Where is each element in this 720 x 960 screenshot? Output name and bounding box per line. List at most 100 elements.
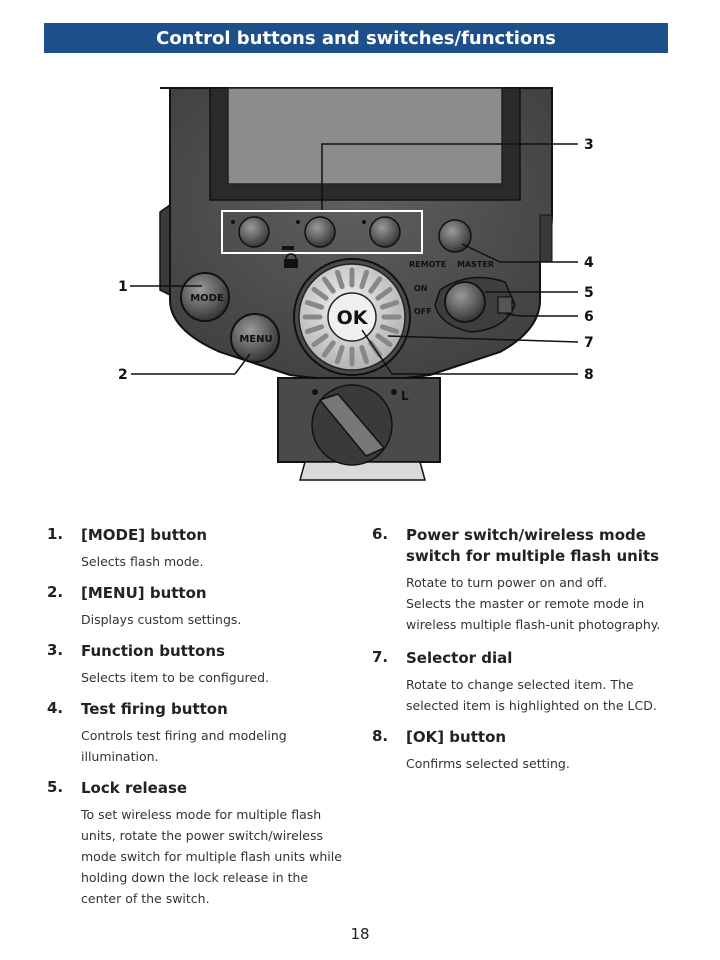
- item-number: 7.: [372, 648, 389, 666]
- hot-shoe: [299, 461, 426, 481]
- function-button-3[interactable]: [369, 216, 401, 248]
- dial-notch: [379, 299, 400, 310]
- item-description-line: units, rotate the power switch/wireless: [81, 828, 323, 843]
- ok-button-label: OK: [337, 307, 369, 329]
- item-description-line: illumination.: [81, 749, 159, 764]
- function-button-1[interactable]: [238, 216, 270, 248]
- item-title-line: switch for multiple flash units: [406, 547, 660, 565]
- list-item-menu-button: 2. [MENU] button Displays custom setting…: [47, 583, 367, 630]
- list-item-selector-dial: 7. Selector dial Rotate to change select…: [372, 648, 692, 716]
- item-description-line: To set wireless mode for multiple flash: [81, 807, 322, 822]
- menu-button[interactable]: [230, 313, 280, 363]
- ok-button[interactable]: [327, 292, 377, 342]
- flash-unit-diagram: MODE MENU OK REMOTE MASTER ON OFF L 1 2 …: [118, 87, 594, 481]
- dial-notch: [304, 299, 325, 310]
- lever-dot: [312, 389, 318, 395]
- lock-bar: [282, 246, 294, 250]
- item-number: 3.: [47, 641, 64, 659]
- dial-notch: [368, 276, 383, 294]
- list-item-mode-button: 1. [MODE] button Selects flash mode.: [47, 525, 367, 572]
- selector-dial-grip: [302, 267, 402, 367]
- dial-notch: [359, 269, 370, 290]
- item-number: 8.: [372, 727, 389, 745]
- mode-button-label: MODE: [190, 293, 224, 304]
- power-switch[interactable]: [444, 281, 486, 323]
- dial-notch: [311, 286, 329, 301]
- master-label: MASTER: [457, 260, 494, 269]
- item-title: Test firing button: [81, 700, 228, 718]
- item-description-line: Rotate to change selected item. The: [406, 677, 634, 692]
- dial-notch: [311, 333, 329, 348]
- item-title: Power switch/wireless mode switch for mu…: [406, 525, 692, 567]
- on-label: ON: [414, 284, 428, 293]
- callout-2: 2: [118, 367, 128, 383]
- test-firing-button[interactable]: [438, 219, 472, 253]
- item-title-line: Power switch/wireless mode: [406, 526, 646, 544]
- callout-1: 1: [118, 279, 128, 295]
- item-description: To set wireless mode for multiple flash …: [81, 804, 367, 909]
- indicator-dot: [296, 220, 300, 224]
- dial-notch: [304, 324, 325, 335]
- item-title: [MODE] button: [81, 526, 208, 544]
- page-number: 18: [350, 925, 370, 943]
- callout-3: 3: [584, 137, 594, 153]
- item-description-line: Displays custom settings.: [81, 612, 242, 627]
- list-item-power-switch: 6. Power switch/wireless mode switch for…: [372, 525, 692, 635]
- callout-5: 5: [584, 285, 594, 301]
- item-description: Rotate to turn power on and off. Selects…: [406, 572, 692, 635]
- lcd-screen: [227, 87, 503, 185]
- remote-label: REMOTE: [409, 260, 446, 269]
- lever-dot: [391, 389, 397, 395]
- indicator-dot: [231, 220, 235, 224]
- dial-notch: [334, 344, 345, 365]
- menu-button-label: MENU: [239, 334, 272, 345]
- mounting-lever[interactable]: [318, 393, 386, 457]
- item-title: Lock release: [81, 779, 188, 797]
- callout-4: 4: [584, 255, 594, 271]
- callout-6: 6: [584, 309, 594, 325]
- mode-button[interactable]: [180, 272, 230, 322]
- item-description-line: holding down the lock release in the: [81, 870, 309, 885]
- item-description-line: Rotate to turn power on and off.: [406, 575, 607, 590]
- item-description-line: Controls test firing and modeling: [81, 728, 287, 743]
- side-shoulder: [539, 214, 553, 263]
- callout-7: 7: [584, 335, 594, 351]
- item-description-line: Selects flash mode.: [81, 554, 204, 569]
- item-description: Selects flash mode.: [81, 551, 367, 572]
- item-description: Selects item to be configured.: [81, 667, 367, 688]
- item-description-line: Selects the master or remote mode in: [406, 596, 645, 611]
- item-description: Displays custom settings.: [81, 609, 367, 630]
- item-number: 5.: [47, 778, 64, 796]
- function-button-2[interactable]: [304, 216, 336, 248]
- page-title: Control buttons and switches/functions: [156, 27, 556, 49]
- list-item-lock-release: 5. Lock release To set wireless mode for…: [47, 778, 367, 909]
- list-item-ok-button: 8. [OK] button Confirms selected setting…: [372, 727, 692, 774]
- dial-notch: [359, 344, 370, 365]
- page-title-bar: Control buttons and switches/functions: [44, 23, 668, 53]
- indicator-dot: [362, 220, 366, 224]
- item-description-line: Confirms selected setting.: [406, 756, 570, 771]
- item-description-line: center of the switch.: [81, 891, 210, 906]
- item-number: 2.: [47, 583, 64, 601]
- dial-notch: [379, 324, 400, 335]
- dial-notch: [321, 276, 336, 294]
- item-title: [MENU] button: [81, 584, 207, 602]
- off-label: OFF: [414, 307, 432, 316]
- dial-notch: [375, 286, 393, 301]
- item-number: 6.: [372, 525, 389, 543]
- side-grip: [159, 203, 171, 297]
- item-number: 1.: [47, 525, 64, 543]
- lock-icon: [285, 253, 297, 261]
- item-description: Rotate to change selected item. The sele…: [406, 674, 692, 716]
- lock-release[interactable]: [497, 296, 513, 314]
- lever-lock-label: L: [401, 389, 409, 403]
- item-description: Controls test firing and modeling illumi…: [81, 725, 367, 767]
- callout-8: 8: [584, 367, 594, 383]
- function-buttons-frame: [221, 210, 423, 254]
- dial-notch: [375, 333, 393, 348]
- dial-notch: [321, 340, 336, 358]
- item-description-line: Selects item to be configured.: [81, 670, 270, 685]
- item-title: Selector dial: [406, 649, 513, 667]
- item-number: 4.: [47, 699, 64, 717]
- lock-icon-body: [284, 259, 298, 268]
